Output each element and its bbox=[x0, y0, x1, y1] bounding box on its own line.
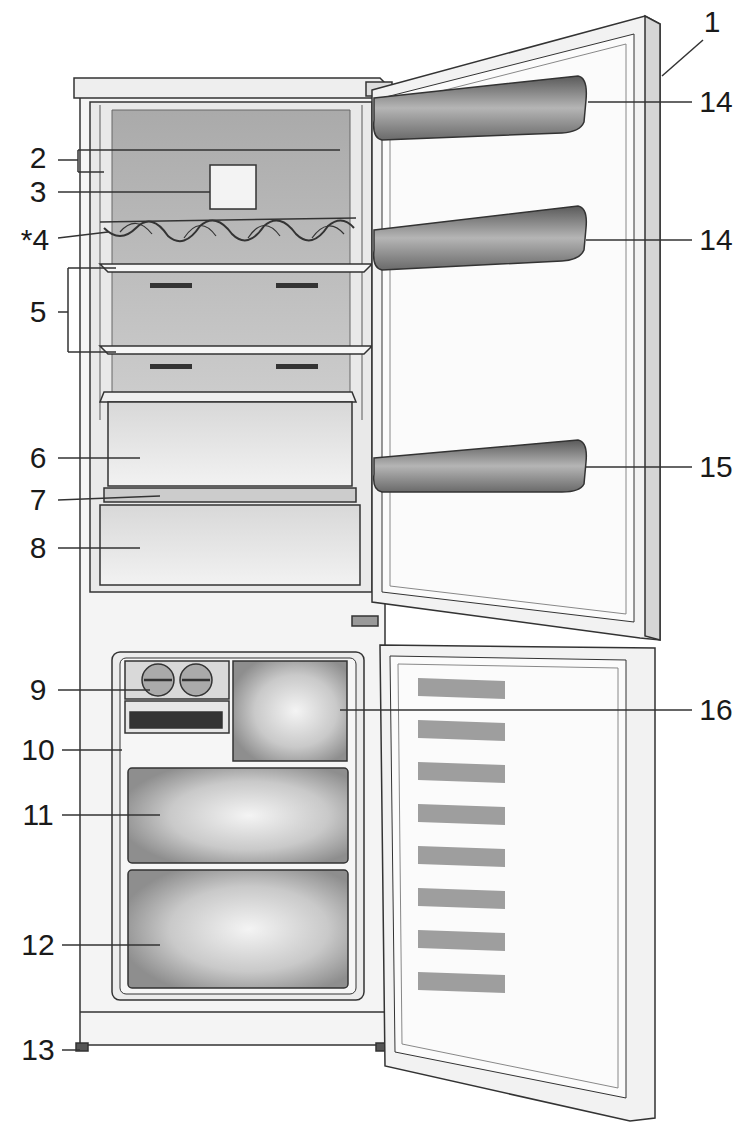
leader-line bbox=[340, 709, 692, 711]
leader-line bbox=[62, 814, 160, 816]
callout-number: 5 bbox=[30, 297, 47, 327]
ice-knob bbox=[142, 664, 174, 696]
callout-number: 14 bbox=[699, 225, 732, 255]
shelf-support bbox=[276, 283, 318, 288]
glass-shelf bbox=[100, 346, 372, 354]
door-rib bbox=[418, 804, 505, 825]
door-rib bbox=[418, 678, 505, 699]
door-outer bbox=[372, 16, 660, 640]
ice-box-front bbox=[130, 712, 222, 728]
leader-bracket bbox=[58, 150, 340, 172]
crisper-drawer bbox=[108, 402, 352, 486]
door-rib bbox=[418, 720, 505, 741]
glass-shelf bbox=[100, 264, 372, 272]
callout-number: 1 bbox=[704, 7, 721, 37]
callout-number: 3 bbox=[30, 177, 47, 207]
ice-knob-mark bbox=[144, 679, 172, 682]
cabinet bbox=[74, 78, 388, 1051]
leader-line bbox=[58, 232, 108, 238]
leader-line bbox=[588, 101, 692, 103]
ice-knob bbox=[180, 664, 212, 696]
freezer-drawer bbox=[128, 870, 348, 988]
ice-knob-mark bbox=[182, 679, 210, 682]
fridge-liner bbox=[90, 102, 372, 592]
ice-box bbox=[125, 701, 229, 733]
shelf-support bbox=[150, 283, 192, 288]
leader-line bbox=[586, 239, 692, 241]
ice-tray bbox=[125, 661, 229, 699]
wine-rack bbox=[100, 218, 356, 222]
shelf-support bbox=[150, 364, 192, 369]
leader-bracket bbox=[58, 268, 116, 352]
freezer-compartment bbox=[233, 661, 347, 761]
leader-line bbox=[58, 496, 160, 500]
light-cover bbox=[210, 165, 256, 209]
freezer-liner bbox=[112, 652, 364, 1000]
callout-number: *4 bbox=[21, 225, 49, 255]
cabinet-body bbox=[80, 95, 385, 1045]
leader-line bbox=[58, 547, 140, 549]
callout-number: 11 bbox=[22, 800, 53, 830]
wine-rack bbox=[120, 223, 344, 238]
leader-lines bbox=[58, 40, 703, 1050]
top-cover bbox=[74, 78, 388, 98]
callout-number: 14 bbox=[699, 87, 732, 117]
door-edge bbox=[645, 16, 660, 640]
crisper-cover bbox=[100, 392, 356, 402]
shelf-support bbox=[276, 364, 318, 369]
leader-line bbox=[586, 466, 692, 468]
door-rib bbox=[418, 972, 505, 993]
chiller-drawer bbox=[100, 505, 360, 585]
door-rib bbox=[418, 846, 505, 867]
leader-line bbox=[58, 457, 140, 459]
callout-number: 16 bbox=[699, 695, 732, 725]
door-rib bbox=[418, 762, 505, 783]
side-rail bbox=[99, 105, 101, 420]
door-rib bbox=[418, 888, 505, 909]
door-balcony bbox=[374, 206, 587, 270]
leader-line bbox=[662, 40, 703, 76]
freezer-inner bbox=[120, 658, 356, 994]
wine-rack bbox=[104, 220, 354, 241]
upper-door bbox=[352, 16, 660, 640]
callout-number: 8 bbox=[30, 533, 47, 563]
door-rib bbox=[418, 930, 505, 951]
door-ribs bbox=[418, 678, 505, 993]
callout-number: 12 bbox=[21, 930, 54, 960]
callout-number: 6 bbox=[30, 443, 47, 473]
bottle-shelf bbox=[374, 440, 587, 492]
base-line bbox=[80, 1011, 385, 1013]
callout-number: 13 bbox=[21, 1035, 54, 1065]
door-liner bbox=[390, 656, 626, 1098]
door-balcony bbox=[374, 76, 587, 140]
door-gasket bbox=[398, 664, 618, 1088]
callout-number: 7 bbox=[30, 485, 47, 515]
divider bbox=[82, 594, 382, 646]
leader-line bbox=[62, 1049, 80, 1051]
side-rail bbox=[361, 105, 363, 420]
leader-line bbox=[62, 749, 122, 751]
callout-number: 10 bbox=[21, 735, 54, 765]
leader-line bbox=[58, 191, 210, 193]
hinge bbox=[352, 616, 378, 626]
leader-line bbox=[62, 944, 160, 946]
lower-door bbox=[380, 645, 655, 1121]
door-outer bbox=[380, 645, 655, 1121]
leader-line bbox=[58, 689, 150, 691]
callout-number: 15 bbox=[699, 452, 732, 482]
callout-number: 9 bbox=[30, 675, 47, 705]
chiller-shelf bbox=[104, 488, 356, 502]
callout-number: 2 bbox=[30, 143, 47, 173]
freezer-drawer bbox=[128, 768, 348, 863]
